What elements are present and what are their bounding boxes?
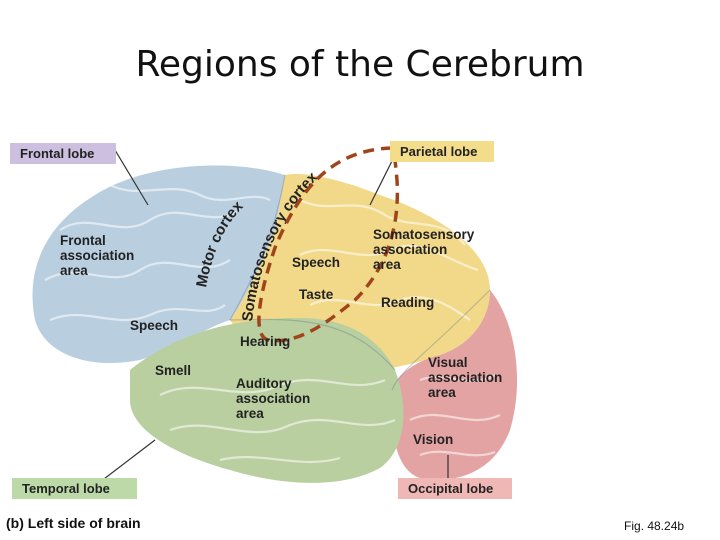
occipital-lobe-region	[391, 290, 518, 480]
frontal-association-label: Frontal association area	[60, 233, 135, 278]
hearing-label: Hearing	[240, 334, 291, 349]
somatosensory-association-label: Somatosensory association area	[373, 227, 475, 272]
speech-parietal-label: Speech	[292, 255, 341, 270]
auditory-association-label: Auditory association area	[236, 376, 311, 421]
occipital-lobe-callout: Occipital lobe	[398, 478, 512, 499]
taste-label: Taste	[299, 287, 334, 302]
slide-title: Regions of the Cerebrum	[135, 44, 585, 85]
leader-lines	[99, 149, 449, 483]
speech-frontal-label: Speech	[130, 318, 179, 333]
frontal-lobe-region	[32, 165, 285, 364]
figure-reference: Fig. 48.24b	[624, 519, 685, 533]
smell-label: Smell	[155, 363, 192, 378]
dashed-outline	[257, 146, 400, 343]
temporal-lobe-region	[130, 318, 404, 483]
temporal-lobe-callout: Temporal lobe	[12, 478, 137, 499]
vision-label: Vision	[413, 432, 454, 447]
frontal-lobe-callout: Frontal lobe	[10, 143, 116, 164]
figure-caption: (b) Left side of brain	[6, 515, 141, 531]
reading-label: Reading	[381, 295, 435, 310]
parietal-lobe-callout: Parietal lobe	[390, 141, 494, 162]
visual-association-label: Visual association area	[428, 355, 503, 400]
gyri-texture	[44, 184, 501, 464]
